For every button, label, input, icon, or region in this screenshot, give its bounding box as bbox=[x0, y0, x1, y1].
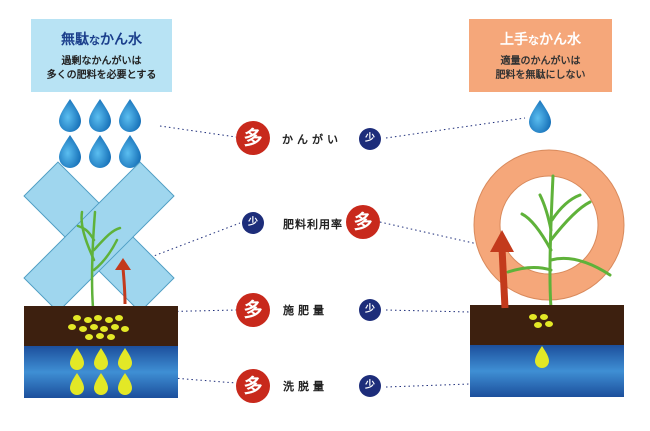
few-badge-efficiency: 少 bbox=[242, 212, 264, 234]
connector-efficiency-right bbox=[379, 221, 483, 246]
connector-efficiency-left bbox=[137, 222, 241, 263]
skillful-irrigation-description: 適量のかんがいは 肥料を無駄にしない bbox=[495, 56, 586, 81]
label-efficiency: 肥料利用率 bbox=[283, 218, 343, 231]
few-badge-leaching: 少 bbox=[359, 375, 381, 397]
connector-lines bbox=[137, 117, 526, 388]
fertilizer-drop-icon bbox=[94, 373, 108, 395]
fertilizer-drop-icon bbox=[70, 373, 84, 395]
water-drop-icon bbox=[89, 135, 111, 168]
left-uptake-arrow-icon bbox=[115, 258, 131, 305]
left-fertilizer-granules bbox=[68, 315, 129, 340]
water-drop-icon bbox=[119, 99, 141, 132]
right-groundwater bbox=[470, 345, 624, 397]
right-uptake-arrow-icon bbox=[490, 230, 514, 309]
cross-mark-icon bbox=[23, 161, 175, 313]
skillful-irrigation-title: 上手なかん水 bbox=[500, 32, 581, 48]
connector-leaching-right bbox=[385, 383, 471, 388]
label-fertilizer: 施肥量 bbox=[283, 304, 328, 317]
wasteful-irrigation-title: 無駄なかん水 bbox=[61, 32, 142, 48]
water-drop-icon bbox=[59, 135, 81, 168]
connector-irrigation-right bbox=[385, 117, 526, 139]
water-drop-icon bbox=[59, 99, 81, 132]
connector-fertilizer-right bbox=[385, 309, 471, 313]
connector-leaching-left bbox=[159, 376, 237, 384]
many-badge-irrigation: 多 bbox=[236, 121, 270, 155]
water-drop-icon bbox=[89, 99, 111, 132]
skillful-irrigation-box: 上手なかん水 適量のかんがいは 肥料を無駄にしない bbox=[469, 19, 612, 92]
wasteful-irrigation-box: 無駄なかん水 過剰なかんがいは 多くの肥料を必要とする bbox=[31, 19, 172, 92]
right-water-drop-icon bbox=[529, 100, 551, 133]
many-badge-efficiency: 多 bbox=[346, 205, 380, 239]
right-fertilizer-granules bbox=[529, 314, 553, 328]
fertilizer-drop-icon bbox=[70, 348, 84, 370]
label-leaching: 洗脱量 bbox=[283, 380, 328, 393]
left-plant-icon bbox=[76, 210, 122, 310]
right-plant-icon bbox=[506, 174, 612, 310]
water-drop-icon bbox=[119, 135, 141, 168]
fertilizer-drop-icon bbox=[118, 348, 132, 370]
many-badge-leaching: 多 bbox=[236, 369, 270, 403]
many-badge-fertilizer: 多 bbox=[236, 293, 270, 327]
left-water-drops bbox=[59, 99, 141, 168]
connector-irrigation-left bbox=[159, 125, 237, 138]
left-soil bbox=[24, 306, 178, 346]
label-irrigation: かんがい bbox=[282, 133, 342, 146]
wasteful-irrigation-description: 過剰なかんがいは 多くの肥料を必要とする bbox=[46, 56, 157, 81]
few-badge-fertilizer: 少 bbox=[359, 299, 381, 321]
fertilizer-drop-icon bbox=[94, 348, 108, 370]
right-fertilizer-drop-icon bbox=[535, 346, 549, 368]
few-badge-irrigation: 少 bbox=[359, 128, 381, 150]
left-leaching-drops bbox=[70, 348, 132, 395]
fertilizer-drop-icon bbox=[118, 373, 132, 395]
